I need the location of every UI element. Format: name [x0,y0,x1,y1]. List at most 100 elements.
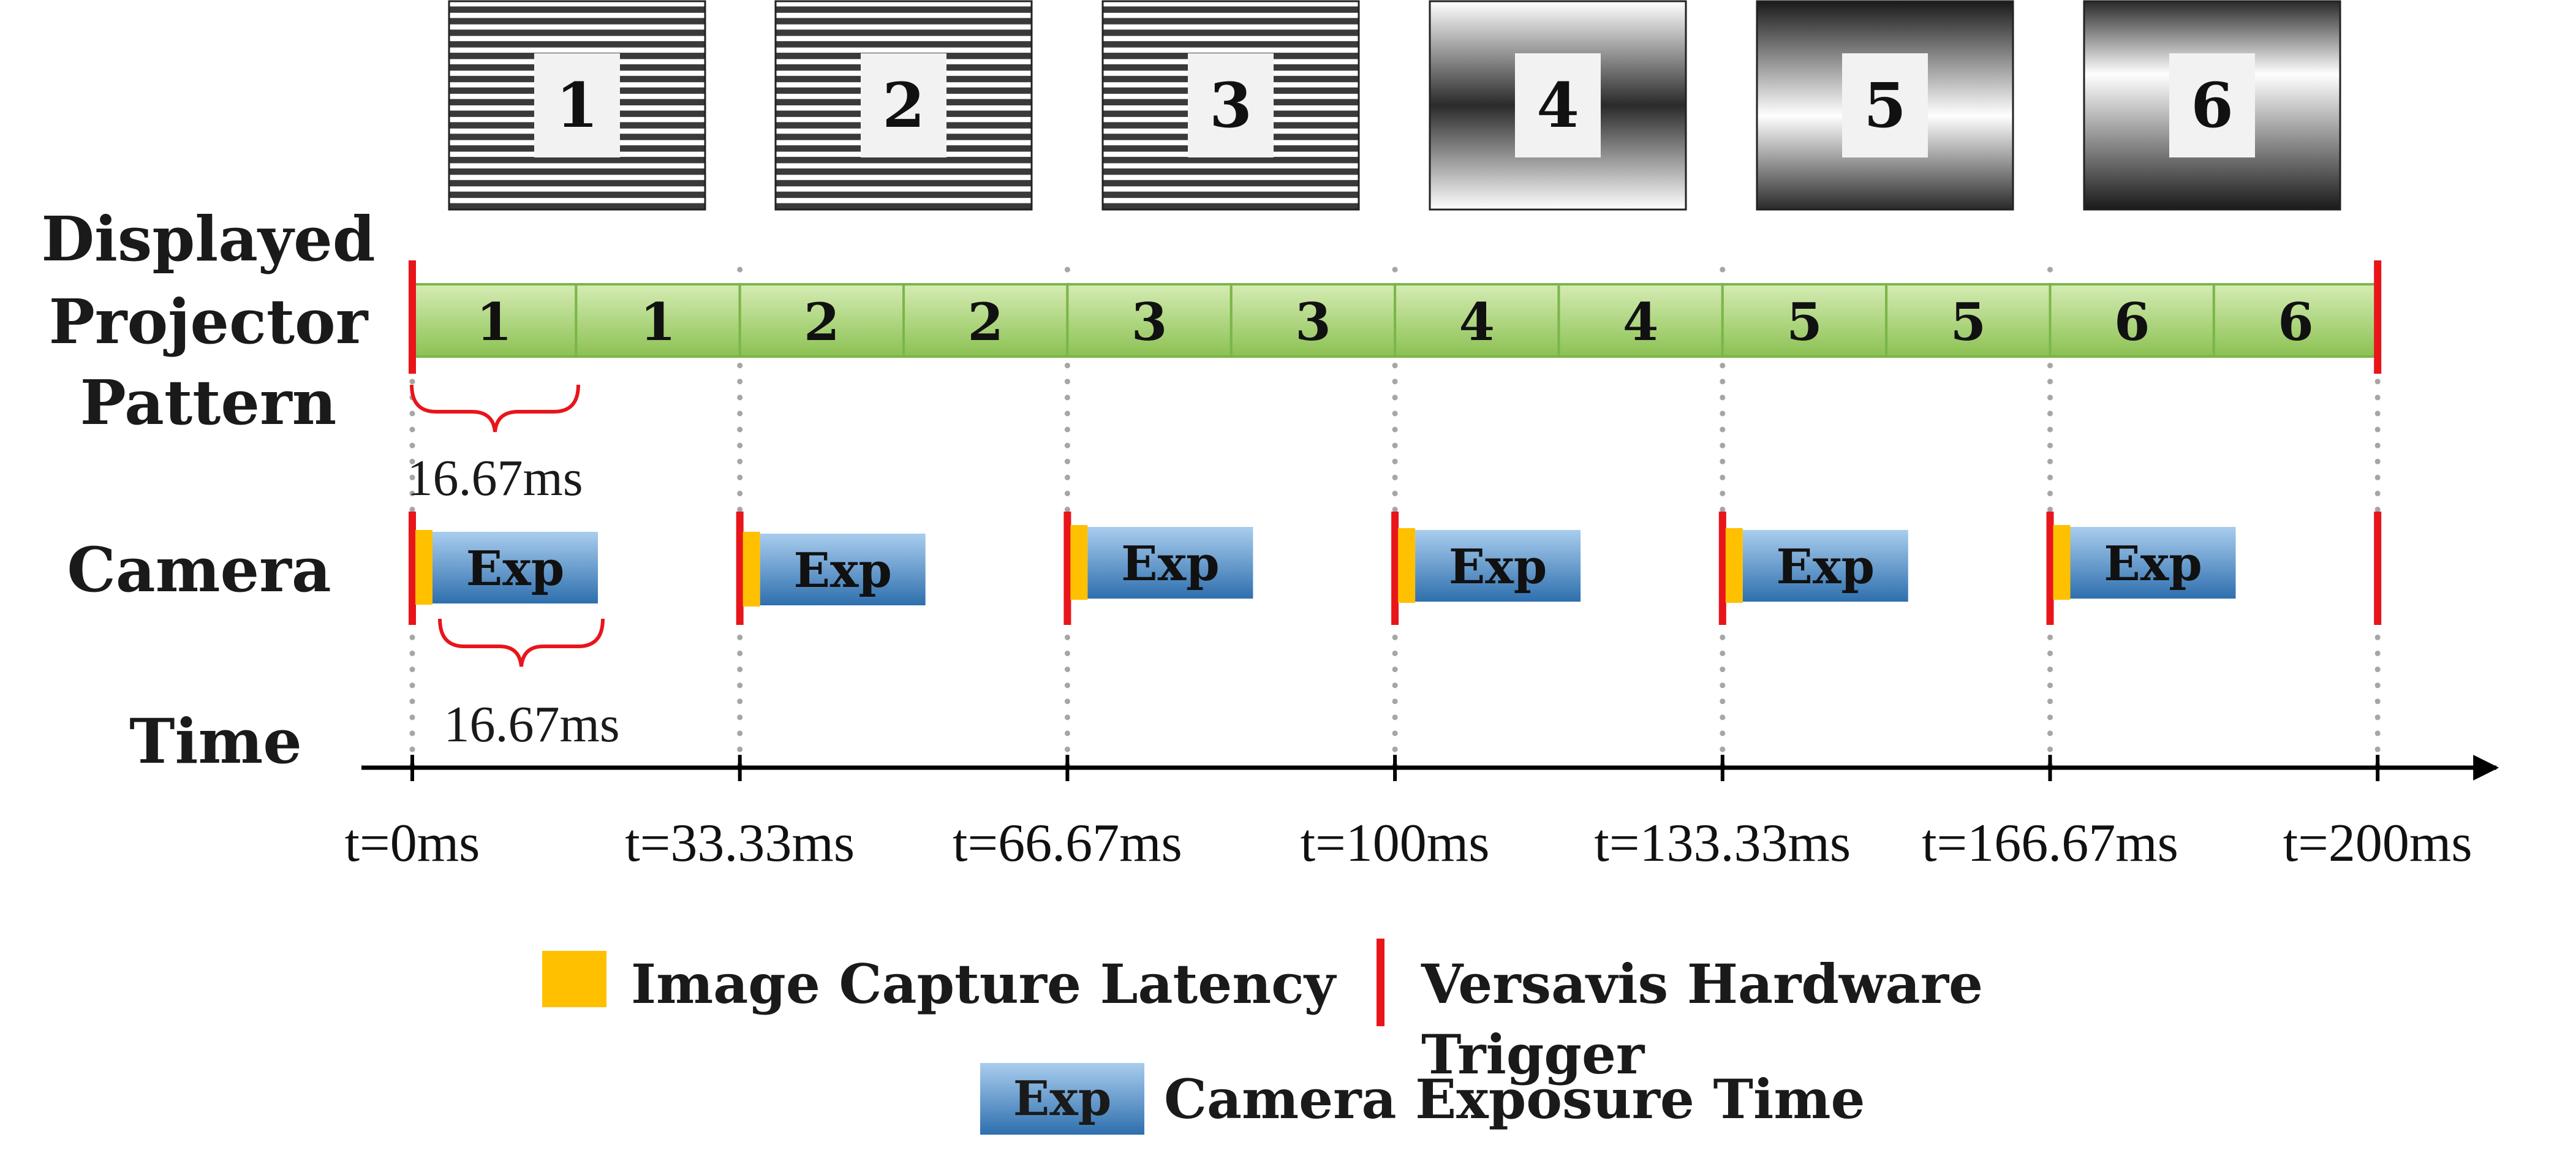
exposure-label: Exp [1121,536,1220,592]
camera-row-label: Camera [67,534,331,606]
trigger-swatch [1377,939,1384,1026]
time-axis: t=0ms t=33.33ms t=66.67ms t=100ms t=133.33ms… [345,755,2499,873]
pattern-6: 6 [2083,0,2341,211]
time-tick-label: t=100ms [1301,814,1490,873]
projector-segment-label: 6 [2114,292,2150,352]
projector-segment-label: 6 [2278,292,2313,352]
projector-label-line-1: Displayed [41,203,375,275]
projector-segment: 5 [1885,283,2052,358]
time-tick-label: t=133.33ms [1594,814,1851,873]
projector-label-line-2: Projector [49,286,369,358]
exposure-label: Exp [1449,539,1547,595]
projector-segment: 6 [2049,283,2215,358]
time-axis-ticks: t=0ms t=33.33ms t=66.67ms t=100ms t=133.33ms… [345,755,2472,873]
exposure-swatch [980,1063,1144,1135]
projector-trigger-line [409,260,416,374]
camera-trigger-line [2374,512,2382,625]
legend-exposure-label: Camera Exposure Time [1164,1067,1865,1131]
exposure-block [1415,530,1581,602]
time-guides [409,267,2381,771]
time-tick-label: t=0ms [345,814,480,873]
pattern-thumbnails: 1 2 3 4 5 6 [448,0,2341,211]
camera-exposure-6: Exp [2053,525,2236,600]
pattern-number: 2 [882,69,925,142]
projector-segment-label: 2 [804,292,839,352]
camera-exposure-4: Exp [1398,528,1581,603]
latency-block [415,530,432,605]
projector-segment: 4 [1394,283,1560,358]
exposure-label: Exp [466,541,565,597]
pattern-number: 4 [1536,69,1579,142]
time-tick-label: t=166.67ms [1922,814,2178,873]
legend-latency-label: Image Capture Latency [631,952,1337,1016]
pattern-2: 2 [774,0,1033,211]
frame-period-label: 16.67ms [407,450,583,507]
latency-block [1398,528,1416,603]
projector-segment: 3 [1229,283,1397,358]
time-tick-label: t=66.67ms [953,814,1182,873]
camera-trigger-line [1391,512,1399,625]
projector-segment-label: 4 [1459,292,1495,352]
camera-exposure-3: Exp [1070,525,1253,600]
latency-block [742,532,760,607]
frame-period-brace: 16.67ms [407,384,583,507]
pattern-1: 1 [448,0,706,211]
projector-segment-label: 2 [967,292,1003,352]
camera-trigger-line [1063,512,1071,625]
projector-segment-label: 3 [1295,292,1331,352]
pattern-4: 4 [1429,0,1687,211]
latency-block [1725,528,1743,603]
exposure-block [1742,530,1908,602]
projector-segment-label: 4 [1623,292,1658,352]
projector-segment: 3 [1066,283,1233,358]
time-tick-label: t=200ms [2283,814,2472,873]
pattern-3: 3 [1101,0,1360,211]
exposure-block [432,532,598,603]
pattern-number: 3 [1209,69,1252,142]
pattern-number: 5 [1864,69,1906,142]
exposure-period-label: 16.67ms [444,696,619,753]
exposure-label: Exp [1777,539,1875,595]
projector-segment: 1 [411,283,578,358]
legend-exposure-swatch-label: Exp [1013,1071,1112,1127]
legend-trigger-label-line-1: Versavis Hardware [1421,952,1983,1016]
camera-trigger-line [1718,512,1726,625]
pattern-number: 1 [556,69,599,142]
projector-row-label: Displayed Projector Pattern [41,203,375,439]
projector-segment-label: 1 [640,292,676,352]
projector-segment-label: 5 [1951,292,1986,352]
projector-segment-label: 3 [1131,292,1167,352]
legend: Image Capture Latency Versavis Hardware … [542,939,1983,1135]
camera-exposure-2: Exp [742,532,926,607]
camera-trigger-line [409,512,416,625]
projector-segment: 1 [575,283,741,358]
exposure-period-brace: 16.67ms [438,618,620,753]
projector-segment-label: 5 [1786,292,1822,352]
latency-block [1070,525,1088,600]
camera-trigger-line [2046,512,2054,625]
latency-block [2053,525,2071,600]
time-tick-label: t=33.33ms [625,814,855,873]
exposure-block [1087,527,1253,599]
time-row-label: Time [129,705,302,777]
exposure-block [760,534,926,605]
projector-segment-label: 1 [476,292,512,352]
latency-swatch [542,951,606,1007]
projector-segment: 2 [738,283,905,358]
camera-trigger-line [736,512,744,625]
exposure-block [2070,527,2236,599]
projector-segment: 5 [1721,283,1888,358]
projector-segment: 4 [1557,283,1724,358]
pattern-number: 6 [2191,69,2234,142]
projector-segment: 6 [2212,283,2379,358]
projector-segment: 2 [902,283,1069,358]
projector-label-line-3: Pattern [80,366,337,439]
exposure-label: Exp [2104,536,2202,592]
legend-trigger-label-line-2: Trigger [1421,1023,1645,1086]
camera-exposure-5: Exp [1725,528,1908,603]
projector-trigger-line [2374,260,2382,374]
camera-exposures: Exp Exp Exp Exp Exp Exp [409,512,2382,625]
pattern-5: 5 [1756,0,2014,211]
exposure-label: Exp [793,543,892,599]
